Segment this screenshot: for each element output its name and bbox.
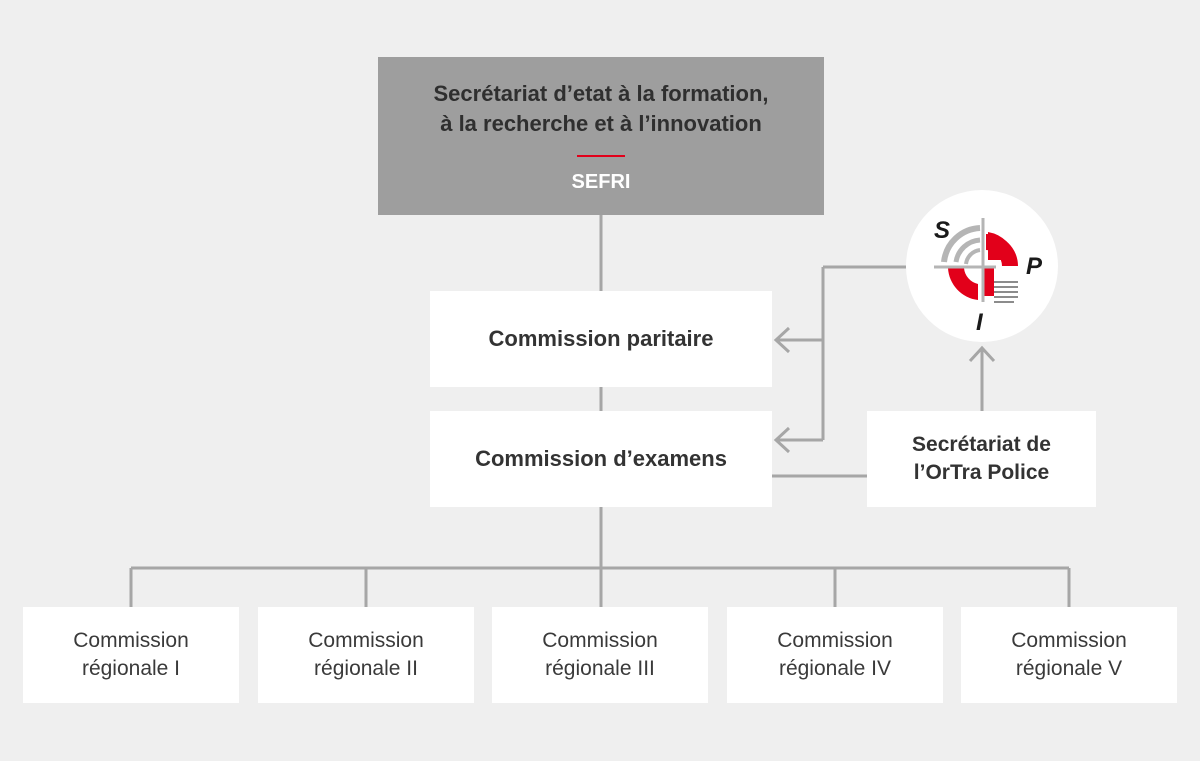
arrowhead-examens: [773, 426, 791, 454]
commission-regionale-5: Commission régionale V: [961, 607, 1177, 703]
secretariat-line2: l’OrTra Police: [913, 461, 1050, 484]
regional-3-line1: Commission: [542, 629, 658, 652]
commission-examens-label: Commission d’examens: [475, 446, 727, 471]
commission-regionale-2: Commission régionale II: [258, 607, 474, 703]
secretariat-line1: Secrétariat de: [912, 433, 1051, 456]
secretariat-ortra-box: Secrétariat de l’OrTra Police: [867, 411, 1096, 507]
logo-letter-p: P: [1026, 253, 1043, 280]
sefri-divider: [577, 154, 625, 157]
logo-gray-arc-2: [953, 237, 981, 263]
regional-2-line2: régionale II: [314, 657, 418, 680]
logo-letter-s: S: [934, 217, 950, 244]
sefri-abbreviation: SEFRI: [571, 170, 631, 193]
arrowhead-logo: [968, 345, 996, 363]
commission-paritaire-label: Commission paritaire: [488, 326, 714, 351]
commission-examens-box: Commission d’examens: [430, 411, 772, 507]
regional-2-line1: Commission: [308, 629, 424, 652]
commission-regionale-3: Commission régionale III: [492, 607, 708, 703]
sefri-title-line2: à la recherche et à l’innovation: [440, 110, 762, 136]
sefri-title: Secrétariat d’etat à la formation, à la …: [391, 79, 811, 139]
logo-red-band: [984, 266, 994, 296]
logo-red-left: [948, 268, 978, 300]
regional-1-line2: régionale I: [81, 657, 181, 680]
regional-5-line2: régionale V: [1015, 657, 1123, 680]
regional-5-line1: Commission: [1011, 629, 1127, 652]
regional-3-line2: régionale III: [545, 657, 655, 680]
sip-logo-icon: S P I: [906, 190, 1058, 342]
commission-paritaire-box: Commission paritaire: [430, 291, 772, 387]
regional-4-line2: régionale IV: [778, 657, 892, 680]
commission-regionale-4: Commission régionale IV: [727, 607, 943, 703]
logo-gray-arc-3: [964, 248, 981, 265]
logo-gray-arc-1: [941, 225, 981, 263]
commission-regionale-1: Commission régionale I: [23, 607, 239, 703]
regional-1-line1: Commission: [73, 629, 189, 652]
logo-red-ring: [986, 234, 1018, 266]
logo-letter-i: I: [976, 309, 984, 336]
arrowhead-paritaire: [773, 326, 791, 354]
regional-4-line1: Commission: [777, 629, 893, 652]
sefri-box: Secrétariat d’etat à la formation, à la …: [378, 57, 824, 215]
sefri-title-line1: Secrétariat d’etat à la formation,: [433, 80, 769, 106]
